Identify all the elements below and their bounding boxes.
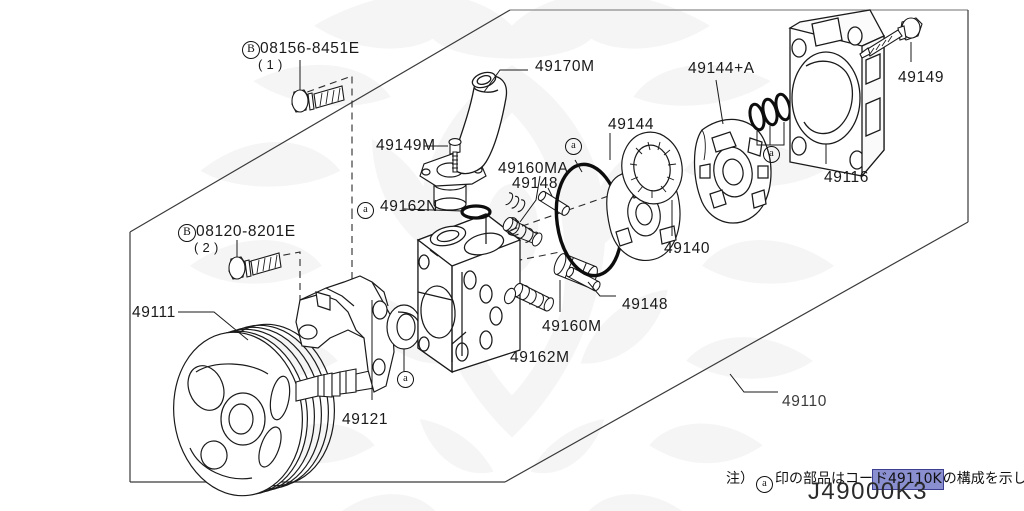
label-part-49140: 49140 (664, 240, 711, 257)
part-pump-body (416, 213, 522, 374)
leader-main-o-ring (574, 159, 583, 173)
part-springs-and-pins (502, 190, 601, 312)
label-08156-8451E: 08156-8451E (260, 40, 360, 57)
label-08120-8201E: 08120-8201E (196, 223, 296, 240)
part-49116-rear-housing (788, 9, 885, 178)
part-shaft-seal (386, 304, 422, 350)
part-49162N-o-ring (460, 204, 492, 220)
footnote-text-after: の構成を示します。 (942, 471, 1024, 487)
footnote-text-before: 印の部品はコー (775, 471, 873, 487)
qty-08120-8201E: ( 2 ) (194, 240, 219, 255)
footnote-highlight[interactable]: ド49110K (872, 469, 944, 490)
code-marker-o-ring-main-icon: a (565, 138, 582, 155)
footnote-prefix: 注） (726, 471, 754, 487)
part-49121-bracket (295, 275, 395, 393)
part-housing-seal-rings (748, 92, 792, 132)
part-49149-bolt (859, 17, 923, 59)
code-marker-o-ring-inlet-icon: a (357, 202, 374, 219)
label-part-49170M: 49170M (535, 58, 595, 75)
label-part-49144: 49144 (608, 116, 655, 133)
label-part-49149: 49149 (898, 69, 945, 86)
leader-lines (178, 69, 778, 400)
label-part-49148-lower: 49148 (622, 296, 669, 313)
label-part-49111: 49111 (132, 304, 176, 321)
badge-b-08120: B (178, 224, 196, 242)
label-part-49149M: 49149M (376, 137, 436, 154)
label-part-49162N: 49162N (380, 198, 438, 215)
part-08156-8451E-bolt (291, 85, 345, 113)
label-part-49160MA: 49160MA (498, 160, 569, 177)
part-49162M-seal (503, 287, 517, 305)
part-49170M-inlet-pipe (452, 71, 508, 175)
drawing-number: J49000K3 (807, 478, 928, 505)
diagram-frame (129, 9, 969, 483)
leader-49144A (715, 79, 724, 125)
leader-housing-seals (756, 122, 785, 146)
label-part-49148-upper: 49148 (512, 175, 559, 192)
footnote: 注）a印の部品はコード49110Kの構成を示します。 (726, 469, 1024, 493)
code-marker-shaft-seal-icon: a (397, 371, 414, 388)
part-pump-shaft (295, 368, 375, 402)
label-part-49110: 49110 (782, 393, 827, 410)
label-part-49162M: 49162M (510, 349, 570, 366)
part-49149M-bolt (448, 138, 462, 173)
label-part-49116: 49116 (824, 169, 869, 186)
part-08120-8201E-bolt (228, 252, 282, 280)
code-marker-housing-seals-icon: a (763, 146, 780, 163)
part-49144-cam-ring (621, 131, 683, 205)
qty-08156-8451E: ( 1 ) (258, 57, 283, 72)
label-part-49160M: 49160M (542, 318, 602, 335)
part-49111-pulley (173, 323, 335, 497)
label-part-49121: 49121 (342, 411, 389, 428)
leader-49162N (403, 208, 463, 212)
label-part-49144A: 49144+A (688, 60, 755, 77)
footnote-marker-icon: a (756, 476, 773, 493)
badge-b-08156: B (242, 41, 260, 59)
part-49144A-rotor-kit (693, 118, 772, 224)
